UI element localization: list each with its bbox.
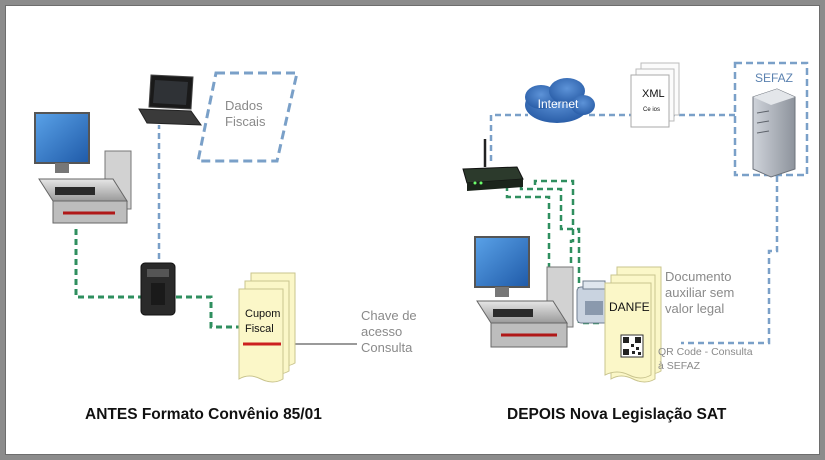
receipt-label: Cupom Fiscal: [245, 307, 280, 337]
before-caption: ANTES Formato Convênio 85/01: [85, 406, 322, 423]
qr-code-label-line1: QR Code - Consulta: [658, 346, 753, 358]
danfe-label: DANFE: [609, 300, 650, 314]
pos-terminal-icon: [34, 112, 132, 224]
sat-device-icon: [576, 280, 612, 324]
receipt-label-line1: Cupom: [245, 308, 281, 320]
auxiliary-document-line3: valor legal: [665, 301, 725, 316]
danfe-receipt-icon: [604, 266, 662, 383]
qr-code-label: QR Code - Consulta à SEFAZ: [658, 345, 753, 373]
xml-label: XML: [642, 88, 665, 100]
access-key-label: Chave de acesso Consulta: [361, 308, 417, 356]
sefaz-label: SEFAZ: [754, 71, 793, 85]
qr-code-label-line2: à SEFAZ: [658, 360, 701, 372]
qr-code-icon: [620, 334, 644, 358]
router-icon: [462, 139, 524, 191]
fiscal-data-parallelogram: [196, 71, 299, 163]
access-key-label-line1: Chave de: [361, 308, 417, 323]
after-caption: DEPOIS Nova Legislação SAT: [507, 406, 727, 423]
access-key-label-line3: Consulta: [361, 340, 413, 355]
diagram-frame: Dados Fiscais Cupom Fiscal Chave de aces…: [5, 5, 820, 455]
internet-label: Internet: [537, 97, 579, 111]
fiscal-data-label-line2: Fiscais: [225, 114, 266, 129]
fiscal-data-label-line1: Dados: [225, 98, 263, 113]
connection-pos-to-printer: [74, 229, 249, 329]
access-key-label-line2: acesso: [361, 324, 403, 339]
auxiliary-document-line1: Documento: [665, 269, 732, 284]
internet-cloud-icon: [525, 78, 595, 123]
sefaz-server-icon: [733, 61, 809, 178]
xml-document-icon: [630, 62, 680, 128]
diagram-canvas: [34, 61, 809, 383]
fiscal-printer-icon: [140, 262, 176, 316]
receipt-label-line2: Fiscal: [245, 323, 274, 335]
auxiliary-document-label: Documento auxiliar sem valor legal: [665, 269, 734, 317]
xml-sub-label: Ce ios: [643, 107, 661, 113]
fiscal-data-label: Dados Fiscais: [225, 98, 265, 130]
laptop-icon: [138, 74, 202, 126]
auxiliary-document-line2: auxiliar sem: [665, 285, 735, 300]
receipt-stack-icon: [238, 272, 296, 383]
pos-terminal-icon-sat: [474, 236, 574, 348]
